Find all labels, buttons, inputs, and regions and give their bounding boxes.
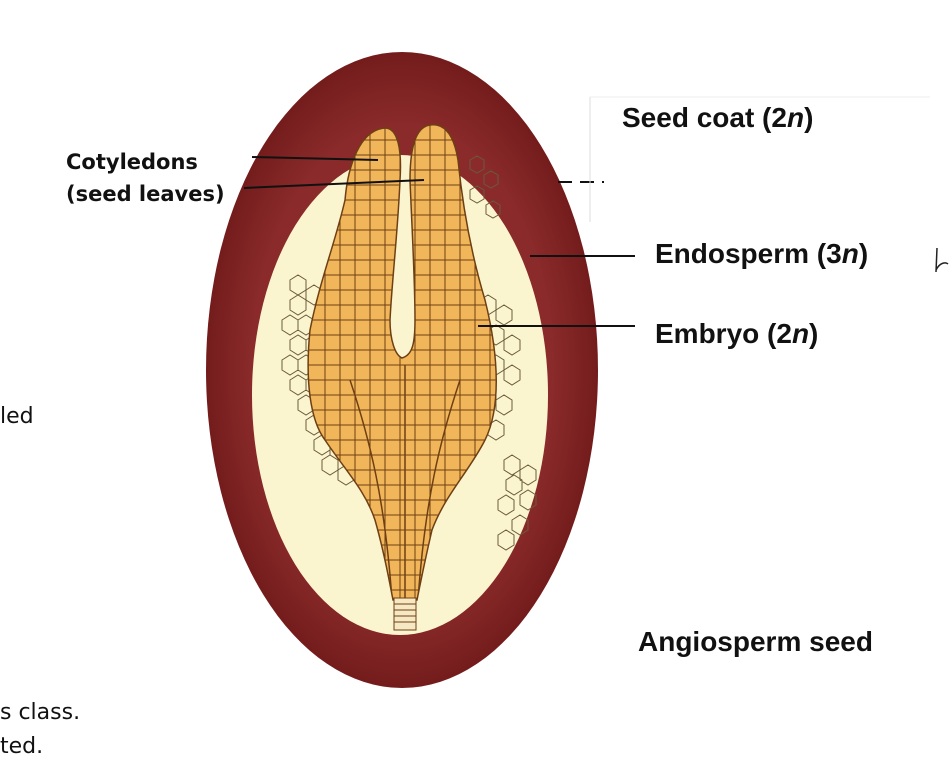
embryo-label-text: Embryo (2 — [655, 318, 792, 349]
endosperm-label: Endosperm (3n) — [655, 238, 868, 270]
seed-coat-close: ) — [804, 102, 814, 133]
suspensor — [393, 597, 417, 631]
handwritten-mark — [935, 247, 949, 273]
seed-coat-label: Seed coat (2n) — [622, 102, 813, 134]
cotyledon-leader-1 — [251, 156, 379, 161]
diagram-title: Angiosperm seed — [638, 626, 873, 657]
seed-coat-ploidy: n — [786, 102, 805, 133]
cotyledon-leader-2 — [243, 179, 425, 189]
leader-lines — [243, 156, 635, 327]
embryo-label: Embryo (2n) — [655, 318, 818, 350]
cotyledons-label-line1: Cotyledons — [66, 150, 198, 174]
background-text-left: led — [0, 404, 34, 429]
cotyledons-label: Cotyledons (seed leaves) — [66, 146, 225, 210]
cotyledons-label-line2: (seed leaves) — [66, 182, 225, 206]
background-text-bottom-1: s class. — [0, 700, 81, 725]
embryo-close: ) — [809, 318, 819, 349]
endosperm-cells-right — [469, 155, 537, 551]
background-text-bottom-2: ted. — [0, 734, 44, 759]
endosperm-label-text: Endosperm (3 — [655, 238, 842, 269]
endosperm-close: ) — [858, 238, 869, 269]
seed-coat-label-text: Seed coat (2 — [622, 102, 787, 133]
embryo-ploidy: n — [791, 318, 810, 349]
endosperm-ploidy: n — [841, 238, 859, 269]
